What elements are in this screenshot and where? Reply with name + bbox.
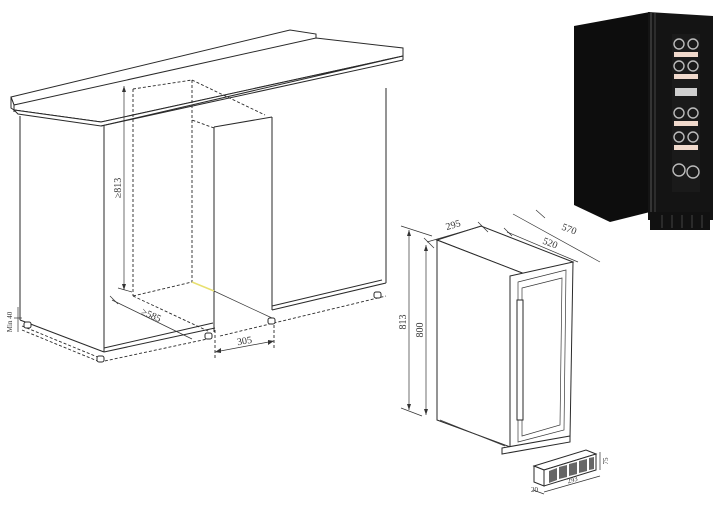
cooler-body <box>574 12 650 222</box>
grille-end <box>533 465 545 487</box>
cooler-bottom-vent <box>650 212 710 230</box>
niche-width-label: 305 <box>236 335 253 348</box>
niche-height-label: ≥813 <box>113 178 124 199</box>
body-height-dimension: 800 <box>415 245 428 415</box>
total-height-dimension: 813 <box>398 225 433 417</box>
floor-highlight-line <box>191 281 215 292</box>
min-clearance-dimension: Min 40 <box>6 307 22 332</box>
grille-length-label: 293 <box>566 475 579 486</box>
total-depth-label: 570 <box>560 222 578 238</box>
cooler-glass-window <box>672 34 700 192</box>
cabinet-installation-drawing: ≥813 ≥585 305 <box>6 29 404 363</box>
body-height-label: 800 <box>415 323 426 338</box>
door-handle <box>516 299 524 421</box>
vent-grille-drawing: 75 293 20 <box>531 449 610 495</box>
grille-height-label: 75 <box>602 457 610 465</box>
width-dimension: 295 <box>423 218 489 249</box>
leveling-feet <box>23 291 382 363</box>
min-clearance-label: Min 40 <box>6 311 14 332</box>
body-depth-dimension: 520 <box>503 227 579 263</box>
wine-cooler-photo <box>574 12 713 230</box>
wine-bottle-rows <box>672 38 700 179</box>
appliance-plinth <box>501 435 571 455</box>
grille-slots <box>549 457 594 483</box>
total-depth-dimension: 570 <box>512 209 601 263</box>
niche-height-dimension: ≥813 <box>113 86 133 293</box>
body-depth-label: 520 <box>541 236 559 252</box>
niche-depth-label: ≥585 <box>139 307 162 325</box>
appliance-dimension-drawing: 295 520 570 813 800 <box>398 209 601 455</box>
total-height-label: 813 <box>398 315 409 330</box>
grille-depth-label: 20 <box>531 486 539 494</box>
width-label: 295 <box>445 218 462 233</box>
niche-outline <box>132 79 273 333</box>
niche-width-dimension: 305 <box>214 320 275 360</box>
control-panel <box>675 88 697 96</box>
